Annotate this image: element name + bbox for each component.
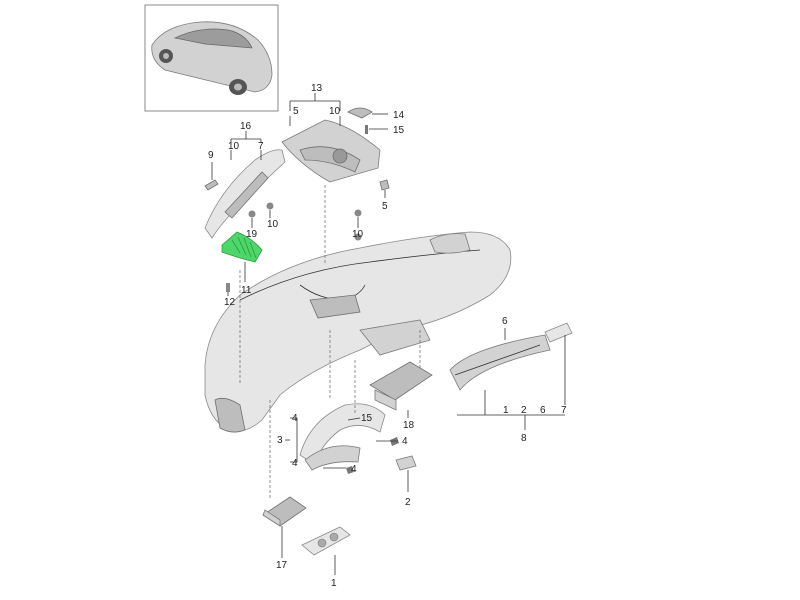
callout-4: 4 xyxy=(351,464,357,475)
callout-7: 7 xyxy=(561,405,567,416)
callout-4: 4 xyxy=(292,458,298,469)
vehicle-thumbnail xyxy=(144,4,279,112)
part-15-screw xyxy=(365,125,368,134)
callout-19: 19 xyxy=(246,229,258,240)
part-10-clip-b xyxy=(354,209,362,217)
part-1-switch-panel xyxy=(301,526,351,556)
callout-8: 8 xyxy=(521,433,527,444)
callout-12: 12 xyxy=(224,297,236,308)
assembly-lines xyxy=(239,185,421,500)
part-14-sensor xyxy=(347,107,373,119)
leader-lines xyxy=(211,93,566,575)
part-11-air-vent-highlighted[interactable] xyxy=(221,231,263,263)
part-6-glovebox-trim xyxy=(449,334,551,391)
part-13-center-cover xyxy=(281,119,381,183)
part-4-screw-a xyxy=(390,437,399,446)
dashboard-carrier xyxy=(204,231,512,433)
part-10-clip-c xyxy=(354,233,362,241)
part-17-lower-trim xyxy=(262,496,307,527)
callout-7: 7 xyxy=(258,141,264,152)
callout-6: 6 xyxy=(502,316,508,327)
callout-11: 11 xyxy=(241,285,252,296)
callout-10: 10 xyxy=(352,229,364,240)
callout-2: 2 xyxy=(521,405,527,416)
part-10-clip-a xyxy=(266,202,274,210)
part-12-screw xyxy=(226,283,230,292)
callout-6: 6 xyxy=(540,405,546,416)
part-16-trim-strip xyxy=(204,149,286,239)
callout-2: 2 xyxy=(405,497,411,508)
callout-5: 5 xyxy=(293,106,299,117)
callout-4: 4 xyxy=(402,436,408,447)
part-4-screw-b xyxy=(346,466,354,474)
part-3-cluster-bracket xyxy=(299,403,386,471)
callout-10: 10 xyxy=(329,106,341,117)
callout-16: 16 xyxy=(240,121,252,132)
callout-15: 15 xyxy=(393,125,405,136)
part-7-cap xyxy=(544,322,573,343)
part-2-button xyxy=(395,455,417,471)
callout-4: 4 xyxy=(292,413,298,424)
callout-3: 3 xyxy=(277,435,283,446)
callout-17: 17 xyxy=(276,560,288,571)
part-5-clip xyxy=(379,179,390,191)
callout-13: 13 xyxy=(311,83,323,94)
callout-18: 18 xyxy=(403,420,415,431)
callout-1: 1 xyxy=(331,578,337,589)
callout-15: 15 xyxy=(361,413,373,424)
callout-10: 10 xyxy=(228,141,240,152)
callout-9: 9 xyxy=(208,150,214,161)
part-19-clip xyxy=(248,210,256,218)
part-18-module xyxy=(369,361,433,411)
callout-labels: 13 5 10 14 15 16 10 7 9 19 10 10 5 12 11… xyxy=(208,83,567,589)
callout-1: 1 xyxy=(503,405,509,416)
callout-5: 5 xyxy=(382,201,388,212)
callout-14: 14 xyxy=(393,110,405,121)
callout-10: 10 xyxy=(267,219,279,230)
part-9-clip xyxy=(204,179,219,191)
